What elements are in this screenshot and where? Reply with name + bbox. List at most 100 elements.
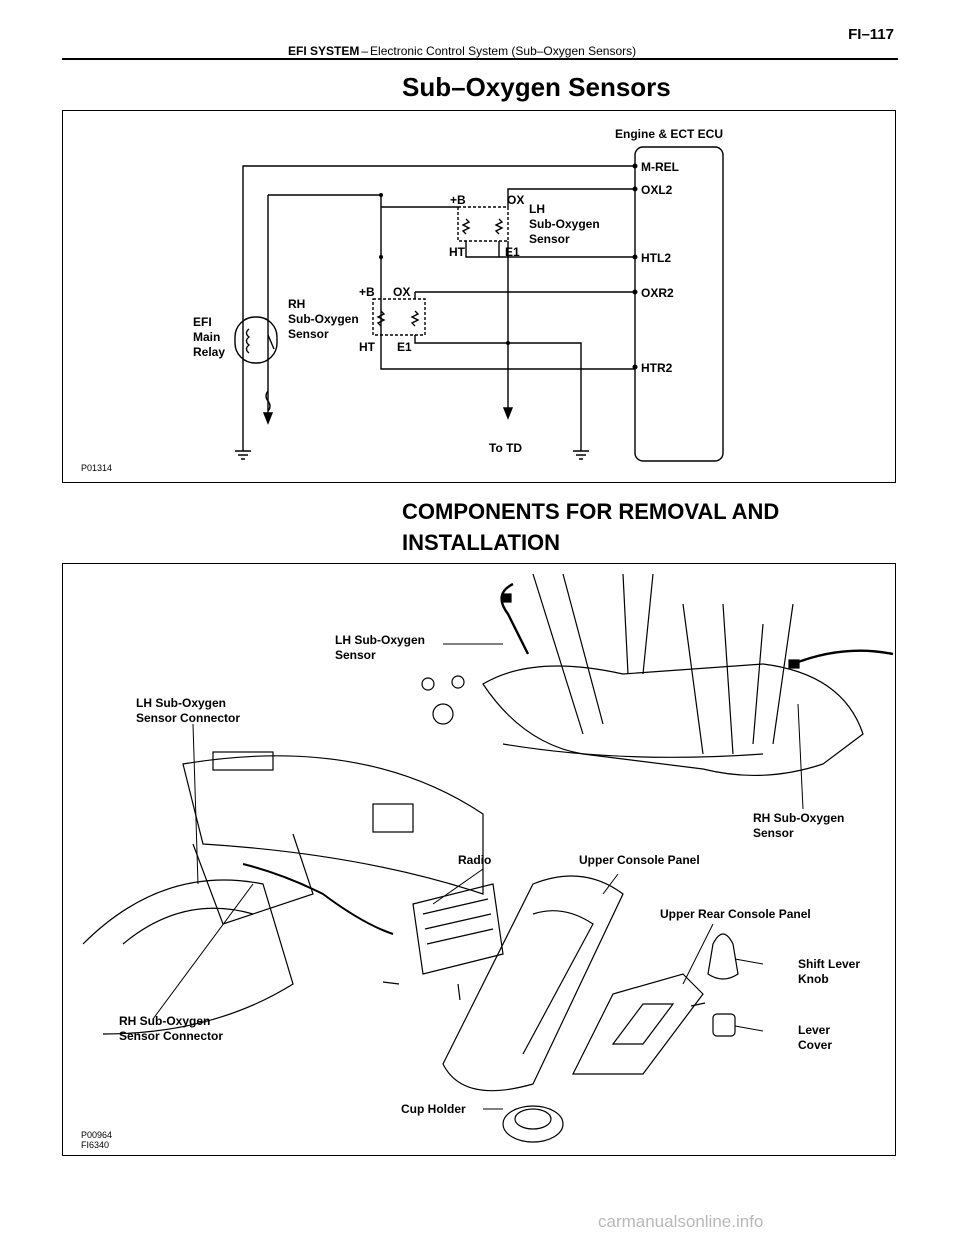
lh-sensor-plug [502,593,512,603]
label-lever-cover-2: Cover [798,1038,832,1052]
relay-line-3: Relay [193,345,225,359]
ground-right-icon [573,450,589,460]
components-code-1: P00964 [81,1130,112,1140]
label-rh-sensor-2: Sensor [753,826,794,840]
glovebox [372,803,414,833]
terminal-oxr2: OXR2 [641,286,674,300]
terminal-htl2: HTL2 [641,251,671,265]
rh-sensor-plug [788,659,800,669]
label-rh-sensor-1: RH Sub-Oxygen [753,811,844,825]
label-lh-sensor-2: Sensor [335,648,376,662]
lh-sensor-wire [500,582,530,655]
rh-b-label: +B [359,285,375,299]
lh-name-2: Sub-Oxygen [529,217,600,231]
upper-console-inner [522,910,594,1055]
lh-ht-label: HT [449,245,466,259]
rh-name-1: RH [288,297,305,311]
wire-b-trunk [380,195,635,370]
battery-arrow [262,412,274,425]
radio-body [412,883,504,975]
cup-holder [502,1105,564,1143]
lh-ox-label: OX [507,193,524,207]
relay-switch [267,334,275,350]
rh-sensor-wire [792,649,894,666]
wire-htl2 [465,241,635,258]
grommet-1 [432,703,454,725]
floor-pan-outline [482,663,864,777]
relay-body [234,316,278,364]
leader-lines [152,643,804,1110]
rh-heater [376,310,386,327]
watermark: carmanualsonline.info [598,1212,764,1231]
rh-ox-label: OX [393,285,410,299]
seat-contour [122,907,254,945]
lh-name-3: Sensor [529,232,570,246]
header-subtitle: Electronic Control System (Sub–Oxygen Se… [370,44,637,58]
lh-b-label: +B [450,193,466,207]
rh-sensor-box [372,298,426,336]
page-title: Sub–Oxygen Sensors [402,72,671,102]
frame-member [532,573,654,735]
components-code-2: FI6340 [81,1140,109,1150]
dash-vent-1 [212,751,274,771]
connector-harness [242,863,394,935]
rh-e1-label: E1 [397,340,412,354]
label-shift-knob-2: Knob [798,972,829,986]
crossmember [502,743,764,758]
lever-cover [712,1013,736,1037]
header-left: EFI SYSTEM–Electronic Control System (Su… [288,44,636,58]
rh-name-3: Sensor [288,327,329,341]
radio-detail [422,898,494,945]
seat-outline [82,879,294,1035]
upper-console-panel [442,875,624,1092]
cup-holder-inner [514,1108,552,1130]
header-section: EFI SYSTEM [288,44,360,58]
wire-rh-e1-ground [414,335,582,451]
ecu-box [634,146,724,462]
label-shift-knob-1: Shift Lever [798,957,860,971]
label-lh-connector-1: LH Sub-Oxygen [136,696,226,710]
label-lever-cover-1: Lever [798,1023,830,1037]
relay-coil [245,328,251,354]
terminal-dots [379,163,638,370]
components-diagram: LH Sub-Oxygen Sensor LH Sub-Oxygen Senso… [62,563,896,1156]
lh-e1-label: E1 [505,245,520,259]
rh-ht-label: HT [359,340,376,354]
label-lh-connector-2: Sensor Connector [136,711,240,725]
ecu-label: Engine & ECT ECU [615,127,723,141]
wiring-code: P01314 [81,463,112,473]
lh-sensor-box [457,206,509,242]
terminal-mrel: M-REL [641,160,679,174]
page-number: FI–117 [848,26,894,43]
wire-mrel [242,165,635,451]
fusible-link [265,390,271,412]
lh-name-1: LH [529,202,545,216]
to-td-arrow [502,407,514,420]
terminal-oxl2: OXL2 [641,183,673,197]
components-diagram-svg: LH Sub-Oxygen Sensor LH Sub-Oxygen Senso… [81,573,894,1150]
wiring-diagram: Engine & ECT ECU M-REL OXL2 HTL2 OXR2 HT… [62,110,896,483]
wire-oxl2 [507,188,635,207]
label-upper-console: Upper Console Panel [579,853,700,867]
dashboard-outline [182,755,484,895]
to-td-label: To TD [489,441,522,455]
rh-name-2: Sub-Oxygen [288,312,359,326]
label-rh-connector-2: Sensor Connector [119,1029,223,1043]
relay-line-1: EFI [193,315,212,329]
relay-line-2: Main [193,330,220,344]
label-rh-connector-1: RH Sub-Oxygen [119,1014,210,1028]
center-stack [192,833,314,925]
screws [382,981,706,1007]
section-title: COMPONENTS FOR REMOVAL AND INSTALLATION [402,499,780,555]
lh-heater [461,218,471,235]
label-lh-sensor-1: LH Sub-Oxygen [335,633,425,647]
upper-rear-console-panel [572,973,704,1075]
header-separator: – [361,44,369,58]
label-radio: Radio [458,853,491,867]
rh-element [410,310,420,327]
terminal-htr2: HTR2 [641,361,673,375]
shift-knob [707,933,739,980]
ground-left-icon [235,450,251,460]
wiring-diagram-svg: Engine & ECT ECU M-REL OXL2 HTL2 OXR2 HT… [81,127,724,473]
page-header: EFI SYSTEM–Electronic Control System (Su… [62,24,898,60]
